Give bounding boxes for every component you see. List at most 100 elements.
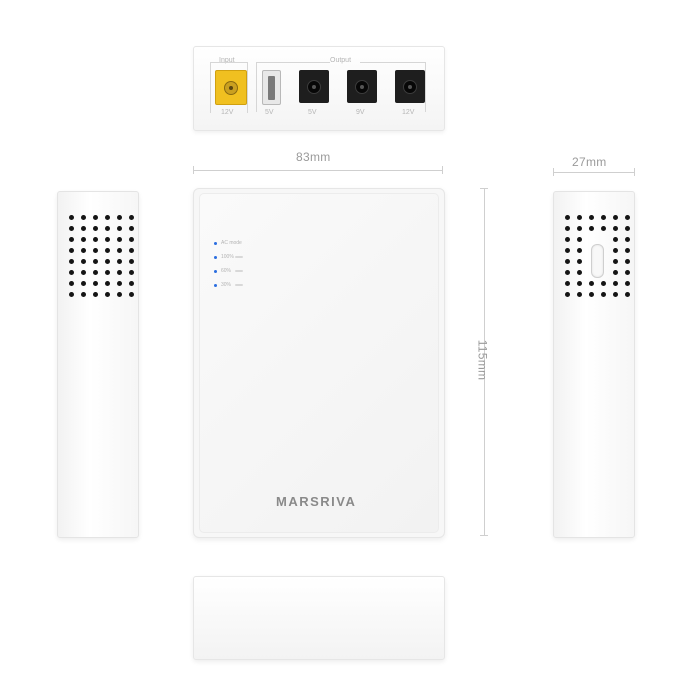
vent-hole <box>625 248 630 253</box>
vent-hole <box>93 248 98 253</box>
vent-hole <box>105 226 110 231</box>
power-button[interactable] <box>591 244 604 278</box>
dimension-tick <box>634 168 635 176</box>
vent-hole <box>81 281 86 286</box>
dimension-tick <box>480 188 488 189</box>
vent-hole <box>589 215 594 220</box>
vent-hole <box>565 215 570 220</box>
voltage-label: 12V <box>402 109 415 116</box>
vent-hole <box>69 259 74 264</box>
indicator-label: 60% <box>221 268 232 274</box>
vent-grid-left <box>69 215 134 297</box>
output-bracket-left <box>256 62 330 63</box>
vent-hole <box>93 259 98 264</box>
vent-hole <box>613 226 618 231</box>
vent-hole <box>625 215 630 220</box>
vent-hole <box>81 248 86 253</box>
led-indicator <box>214 242 217 245</box>
height-dimension-line <box>484 188 485 536</box>
vent-hole <box>613 270 618 275</box>
vent-hole <box>625 226 630 231</box>
dimension-tick <box>193 166 194 174</box>
vent-hole <box>81 259 86 264</box>
vent-hole <box>81 226 86 231</box>
vent-hole <box>577 248 582 253</box>
indicator-bar <box>235 270 243 272</box>
vent-hole <box>117 259 122 264</box>
vent-hole <box>565 237 570 242</box>
vent-hole <box>565 292 570 297</box>
vent-hole <box>105 292 110 297</box>
output-bracket-right <box>360 62 426 63</box>
vent-hole <box>81 270 86 275</box>
led-indicator <box>214 284 217 287</box>
vent-hole <box>69 237 74 242</box>
vent-hole <box>577 226 582 231</box>
vent-hole <box>69 226 74 231</box>
vent-hole <box>577 215 582 220</box>
vent-hole <box>589 292 594 297</box>
vent-hole <box>625 270 630 275</box>
vent-hole <box>565 259 570 264</box>
vent-hole <box>129 270 134 275</box>
vent-hole <box>93 226 98 231</box>
input-label: Input <box>219 57 235 64</box>
vent-hole <box>613 237 618 242</box>
depth-dimension-line <box>553 172 635 173</box>
front-face-panel <box>199 193 439 533</box>
vent-hole <box>105 281 110 286</box>
vent-hole <box>93 281 98 286</box>
width-dimension-line <box>193 170 443 171</box>
vent-hole <box>589 226 594 231</box>
vent-hole <box>625 281 630 286</box>
height-dimension: 115mm <box>475 339 490 381</box>
vent-hole <box>81 215 86 220</box>
vent-hole <box>565 248 570 253</box>
brand-logo: MARSRIVA <box>276 494 357 509</box>
vent-hole <box>613 259 618 264</box>
vent-hole <box>93 237 98 242</box>
vent-hole <box>625 237 630 242</box>
vent-hole <box>625 259 630 264</box>
vent-hole <box>625 292 630 297</box>
dimension-tick <box>480 535 488 536</box>
vent-hole <box>93 270 98 275</box>
vent-hole <box>105 237 110 242</box>
vent-hole <box>129 248 134 253</box>
vent-hole <box>117 237 122 242</box>
vent-hole <box>117 226 122 231</box>
dimension-tick <box>553 168 554 176</box>
indicator-label: AC mode <box>221 240 242 246</box>
vent-hole <box>565 281 570 286</box>
dimension-tick <box>442 166 443 174</box>
vent-hole <box>105 259 110 264</box>
vent-hole <box>129 215 134 220</box>
vent-hole <box>93 215 98 220</box>
width-dimension: 83mm <box>296 150 331 164</box>
usb-a-port-icon <box>262 70 281 105</box>
vent-hole <box>117 215 122 220</box>
voltage-label: 5V <box>308 109 317 116</box>
led-indicator <box>214 256 217 259</box>
vent-hole <box>129 259 134 264</box>
led-indicator <box>214 270 217 273</box>
vent-hole <box>577 292 582 297</box>
vent-hole <box>589 281 594 286</box>
indicator-bar <box>235 256 243 258</box>
bottom-view <box>193 576 445 660</box>
vent-hole <box>105 248 110 253</box>
indicator-label: 100% <box>221 254 234 260</box>
vent-hole <box>577 237 582 242</box>
vent-hole <box>601 215 606 220</box>
vent-hole <box>601 281 606 286</box>
vent-hole <box>69 248 74 253</box>
dc-output-jack-icon <box>299 70 329 103</box>
voltage-label: 5V <box>265 109 274 116</box>
voltage-label: 12V <box>221 109 234 116</box>
vent-hole <box>69 215 74 220</box>
vent-hole <box>601 292 606 297</box>
vent-hole <box>577 270 582 275</box>
vent-hole <box>117 270 122 275</box>
vent-hole <box>105 270 110 275</box>
vent-hole <box>129 237 134 242</box>
